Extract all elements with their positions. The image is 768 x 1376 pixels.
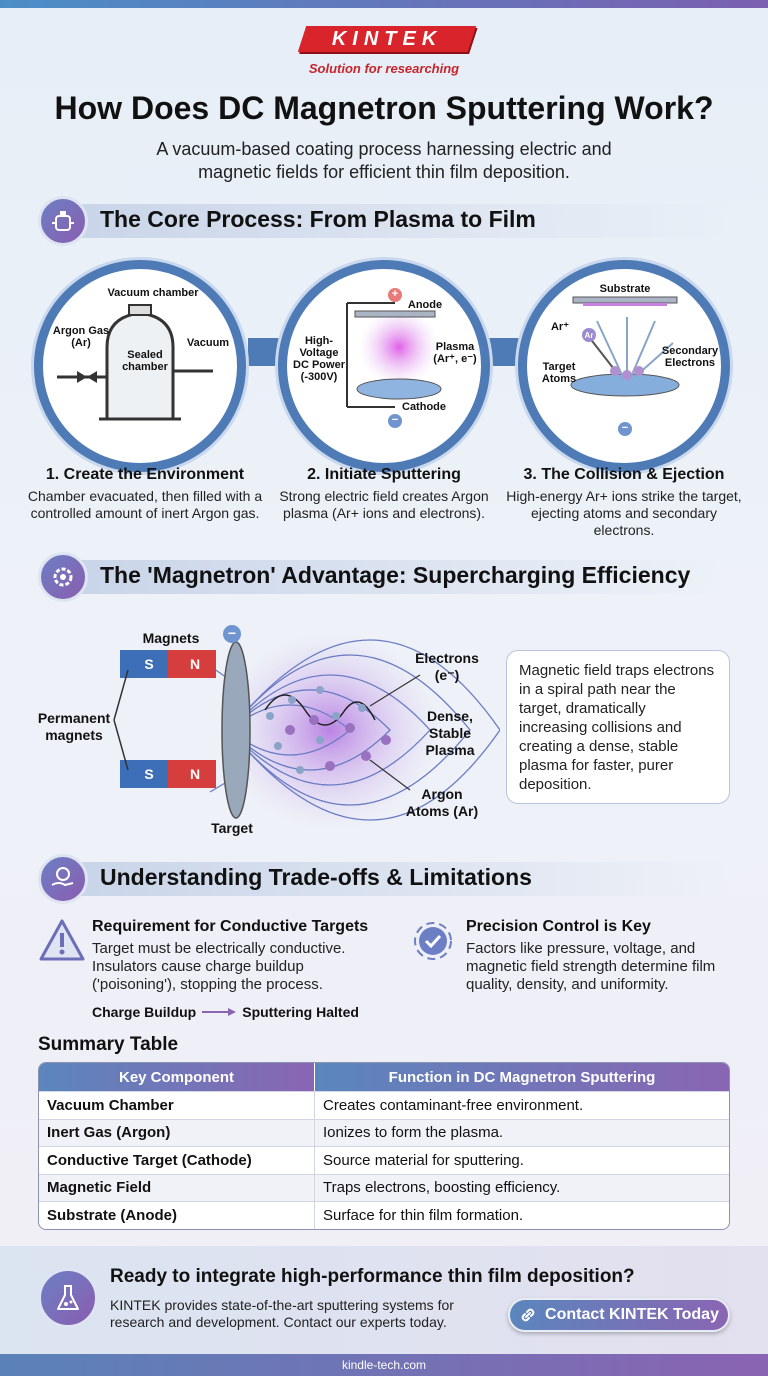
label-target-atoms: Target Atoms <box>541 361 577 385</box>
magnet-n-pole: N <box>189 656 201 672</box>
label-substrate: Substrate <box>599 283 651 295</box>
section-title: The 'Magnetron' Advantage: Supercharging… <box>100 562 691 588</box>
minus-terminal: − <box>227 625 237 641</box>
table-cell: Source material for sputtering. <box>315 1146 729 1174</box>
contact-button[interactable]: Contact KINTEK Today <box>508 1298 730 1332</box>
section-magnetron-header: The 'Magnetron' Advantage: Supercharging… <box>38 552 728 602</box>
target-check-icon <box>410 918 456 964</box>
warning-icon <box>38 918 86 962</box>
label-permanent-magnets: Permanent magnets <box>37 710 111 743</box>
arrow-right-icon <box>202 1008 237 1016</box>
plus-terminal: + <box>391 288 399 300</box>
magnet-s-pole: S <box>144 766 154 782</box>
section-title: Understanding Trade-offs & Limitations <box>100 864 532 890</box>
table-cell: Inert Gas (Argon) <box>39 1118 315 1146</box>
magnet-n-pole: N <box>189 766 201 782</box>
tradeoff1-desc: Target must be electrically conductive. … <box>92 940 346 993</box>
step1-diagram: Vacuum chamber Argon Gas (Ar) Sealed cha… <box>34 260 246 472</box>
label-vacuum: Vacuum <box>186 337 230 349</box>
label-sealed-chamber: Sealed chamber <box>122 349 168 373</box>
cta-description: KINTEK provides state-of-the-art sputter… <box>110 1297 454 1330</box>
tradeoff1-title: Requirement for Conductive Targets <box>92 918 369 935</box>
magnetron-diagram: S N S N − Magnets Permanent magnets Targ… <box>30 620 500 840</box>
minus-terminal: − <box>391 414 399 426</box>
magnet-s-pole: S <box>144 656 154 672</box>
table-cell: Creates contaminant-free environment. <box>315 1091 729 1119</box>
table-header: Function in DC Magnetron Sputtering <box>315 1063 729 1091</box>
page-subtitle: A vacuum-based coating process harnessin… <box>156 139 612 182</box>
label-vacuum-chamber: Vacuum chamber <box>107 287 199 299</box>
table-cell: Magnetic Field <box>39 1173 315 1201</box>
label-cathode: Cathode <box>402 401 446 413</box>
minus-terminal: − <box>621 422 629 434</box>
brand-tagline: Solution for researching <box>308 61 460 76</box>
magnetron-info-card: Magnetic field traps electrons in a spir… <box>506 650 730 804</box>
label-plasma: Plasma (Ar⁺, e⁻) <box>433 341 477 365</box>
step3-diagram: Substrate Ar⁺ Ar Target Atoms Secondary … <box>518 260 730 472</box>
section-core-process-header: The Core Process: From Plasma to Film <box>38 196 728 246</box>
table-cell: Vacuum Chamber <box>39 1091 315 1119</box>
step3-title: 3. The Collision & Ejection <box>523 466 725 483</box>
label-magnets: Magnets <box>142 630 200 646</box>
step3-desc: High-energy Ar+ ions strike the target, … <box>506 488 742 538</box>
label-ar-ion: Ar⁺ <box>550 321 570 333</box>
page-title: How Does DC Magnetron Sputtering Work? <box>54 90 714 126</box>
logo-text: KINTEK <box>331 27 443 50</box>
table-row: Inert Gas (Argon)Ionizes to form the pla… <box>39 1118 729 1146</box>
kintek-logo: KINTEK <box>296 26 477 56</box>
step1-desc: Chamber evacuated, then filled with a co… <box>27 488 263 521</box>
flow-from: Charge Buildup <box>92 1004 197 1020</box>
hand-coin-icon <box>38 854 88 904</box>
gear-icon <box>38 552 88 602</box>
label-dense-plasma: Dense, Stable Plasma <box>425 708 475 758</box>
summary-table-title: Summary Table <box>38 1034 179 1055</box>
tradeoff2-desc: Factors like pressure, voltage, and magn… <box>466 940 716 993</box>
label-argon-gas: Argon Gas (Ar) <box>52 325 110 349</box>
label-dc-power: High-Voltage DC Power (-300V) <box>293 335 345 383</box>
table-cell: Surface for thin film formation. <box>315 1201 729 1229</box>
table-cell: Substrate (Anode) <box>39 1201 315 1229</box>
label-target: Target <box>211 820 253 836</box>
vacuum-chamber-icon <box>38 196 88 246</box>
summary-table: Key Component Function in DC Magnetron S… <box>38 1062 730 1230</box>
table-header-row: Key Component Function in DC Magnetron S… <box>39 1063 729 1091</box>
label-anode: Anode <box>407 299 443 311</box>
ar-ion-particle: Ar <box>584 331 594 340</box>
label-argon-atoms: Argon Atoms (Ar) <box>405 786 479 819</box>
table-row: Conductive Target (Cathode)Source materi… <box>39 1146 729 1174</box>
section-tradeoffs-header: Understanding Trade-offs & Limitations <box>38 854 728 904</box>
step2-diagram: + − High-Voltage DC Power (-300V) Anode … <box>278 260 490 472</box>
flow-to: Sputtering Halted <box>242 1004 359 1020</box>
footer-url[interactable]: kindle-tech.com <box>0 1354 768 1376</box>
step2-title: 2. Initiate Sputtering <box>307 466 461 483</box>
label-secondary-electrons: Secondary Electrons <box>661 345 719 369</box>
charge-flow: Charge Buildup Sputtering Halted <box>92 1004 359 1020</box>
contact-button-label: Contact KINTEK Today <box>545 1306 719 1323</box>
step1-title: 1. Create the Environment <box>45 466 245 483</box>
tradeoff2-title: Precision Control is Key <box>466 918 651 935</box>
table-cell: Conductive Target (Cathode) <box>39 1146 315 1174</box>
flask-icon <box>38 1268 98 1328</box>
table-header: Key Component <box>39 1063 315 1091</box>
link-icon <box>521 1308 535 1322</box>
top-accent-bar <box>0 0 768 8</box>
table-cell: Ionizes to form the plasma. <box>315 1118 729 1146</box>
section-title: The Core Process: From Plasma to Film <box>100 206 536 232</box>
label-electrons: Electrons (e⁻) <box>415 650 479 683</box>
table-row: Substrate (Anode)Surface for thin film f… <box>39 1201 729 1229</box>
step2-desc: Strong electric field creates Argon plas… <box>279 488 489 521</box>
table-cell: Traps electrons, boosting efficiency. <box>315 1173 729 1201</box>
cta-title: Ready to integrate high-performance thin… <box>110 1266 635 1287</box>
